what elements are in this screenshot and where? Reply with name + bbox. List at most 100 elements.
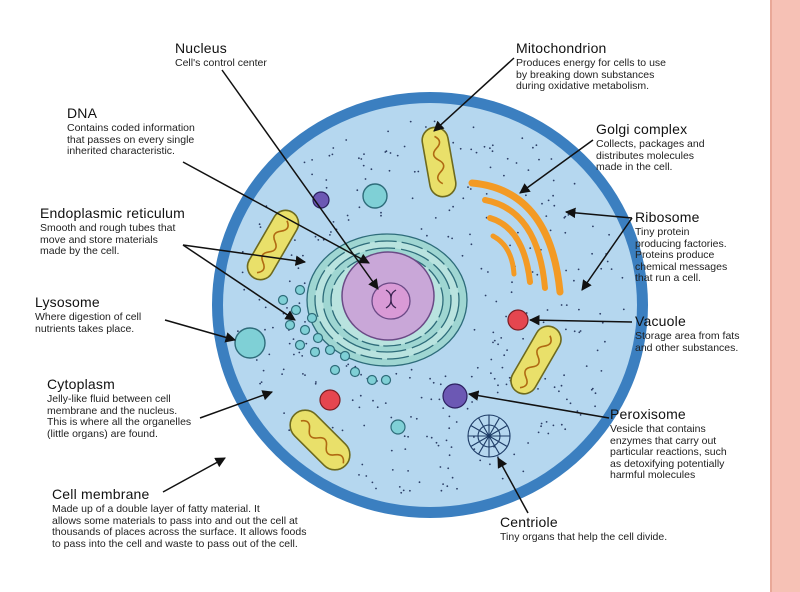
cytoplasm-dot	[407, 435, 409, 438]
cytoplasm-dot	[439, 383, 442, 386]
cytoplasm-dot	[390, 416, 393, 419]
label-centriole: Centriole Tiny organs that help the cell…	[500, 514, 667, 544]
cytoplasm-dot	[435, 441, 438, 444]
leader-lines	[162, 57, 633, 514]
cytoplasm-dot	[469, 188, 472, 190]
vesicle	[299, 324, 311, 336]
vesicle	[306, 312, 318, 324]
cytoplasm-dot	[579, 414, 582, 416]
cytoplasm-dot	[529, 247, 532, 250]
cytoplasm-dot	[549, 229, 552, 232]
cytoplasm-dot	[403, 435, 406, 438]
cytoplasm-dot	[347, 363, 350, 366]
cytoplasm-dot	[511, 281, 513, 284]
cytoplasm-dot	[332, 221, 335, 223]
cytoplasm-dot	[371, 481, 374, 484]
cytoplasm-dot	[345, 365, 348, 367]
cytoplasm-dot	[500, 337, 503, 339]
label-mitochondrion-title: Mitochondrion	[516, 40, 607, 56]
cytoplasm-dot	[288, 280, 291, 283]
cytoplasm-dot	[610, 268, 613, 270]
cytoplasm-dot	[445, 439, 448, 442]
cytoplasm-dot	[438, 398, 441, 401]
cytoplasm-dot	[505, 383, 508, 386]
cytoplasm-dot	[341, 429, 344, 432]
cytoplasm-dot	[552, 179, 555, 182]
cytoplasm-dot	[467, 186, 469, 189]
cytoplasm-dot	[258, 298, 261, 301]
cytoplasm-dot	[281, 373, 283, 375]
cytoplasm-dot	[356, 189, 359, 192]
cytoplasm-dot	[447, 467, 450, 470]
cytoplasm-dot	[315, 381, 317, 383]
cytoplasm-dot	[577, 268, 580, 271]
label-er-desc: Smooth and rough tubes that move and sto…	[40, 222, 176, 258]
cytoplasm-dot	[513, 453, 516, 456]
cytoplasm-dot	[331, 426, 334, 429]
cytoplasm-dot	[402, 489, 405, 492]
cytoplasm-dot	[600, 370, 603, 372]
cytoplasm-dot	[525, 194, 527, 197]
cytoplasm-dot	[303, 161, 306, 164]
cytoplasm-dot	[480, 267, 483, 270]
vesicle	[312, 332, 324, 344]
cytoplasm-dot	[345, 139, 348, 141]
cytoplasm-dot	[330, 231, 332, 233]
cytoplasm-dot	[361, 463, 364, 466]
cytoplasm-dot	[264, 306, 267, 309]
cytoplasm-dot	[376, 406, 379, 409]
cytoplasm-dot	[608, 233, 610, 236]
mitochondria	[246, 126, 562, 471]
label-mitochondrion: Mitochondrion Produces energy for cells …	[516, 40, 666, 93]
cytoplasm-dot	[493, 377, 496, 380]
cytoplasm-dot	[455, 421, 458, 423]
label-dna-desc: Contains coded information that passes o…	[67, 122, 195, 158]
cytoplasm-dot	[594, 392, 597, 395]
label-golgi-title: Golgi complex	[596, 121, 688, 137]
cytoplasm-dot	[456, 487, 458, 490]
cytoplasm-dot	[560, 384, 563, 387]
cytoplasm-dot	[527, 442, 529, 444]
cytoplasm-dot	[430, 436, 433, 439]
cytoplasm-dot	[590, 388, 593, 391]
cytoplasm-dot	[409, 489, 411, 492]
page-edge-line	[770, 0, 772, 592]
cytoplasm-dot	[329, 234, 331, 236]
cytoplasm-dot	[470, 375, 473, 378]
label-ribosome: Ribosome Tiny protein producing factorie…	[635, 209, 727, 285]
cytoplasm-dot	[325, 179, 328, 181]
cytoplasm-dot	[314, 235, 317, 238]
vesicle	[324, 344, 336, 356]
cytoplasm-dot	[475, 151, 478, 154]
label-peroxisome-desc: Vesicle that contains enzymes that carry…	[610, 423, 727, 482]
cytoplasm-dot	[314, 382, 317, 385]
cytoplasm-dot	[432, 381, 435, 384]
cytoplasm-dot	[259, 226, 262, 229]
dna-icon	[385, 289, 397, 309]
cytoplasm-dot	[259, 382, 261, 385]
cytoplasm-dot	[370, 168, 373, 171]
cytoplasm-dot	[537, 431, 540, 434]
cytoplasm-dot	[260, 381, 263, 383]
cytoplasm-dot	[573, 330, 576, 333]
cytoplasm-dot	[426, 234, 428, 237]
page-edge-accent	[770, 0, 800, 592]
cytoplasm-dot	[384, 151, 387, 153]
cytoplasm-dot	[470, 243, 473, 246]
label-membrane-desc: Made up of a double layer of fatty mater…	[52, 503, 307, 550]
cytoplasm-dot	[390, 449, 393, 452]
cytoplasm-dot	[420, 396, 423, 399]
cytoplasm-dot	[440, 489, 443, 492]
cytoplasm-dot	[506, 157, 509, 160]
cytoplasm-dot	[415, 417, 418, 420]
cytoplasm-dot	[537, 316, 540, 319]
cytoplasm-dot	[522, 337, 524, 340]
cytoplasm-dot	[297, 267, 300, 270]
cytoplasm-dot	[448, 415, 451, 418]
cytoplasm-dot	[601, 321, 604, 324]
cytoplasm-dot	[298, 351, 301, 354]
cytoplasm-dot	[363, 153, 365, 156]
cytoplasm-dot	[362, 164, 365, 167]
cytoplasm-dot	[301, 355, 304, 357]
cytoplasm-dot	[410, 416, 412, 418]
